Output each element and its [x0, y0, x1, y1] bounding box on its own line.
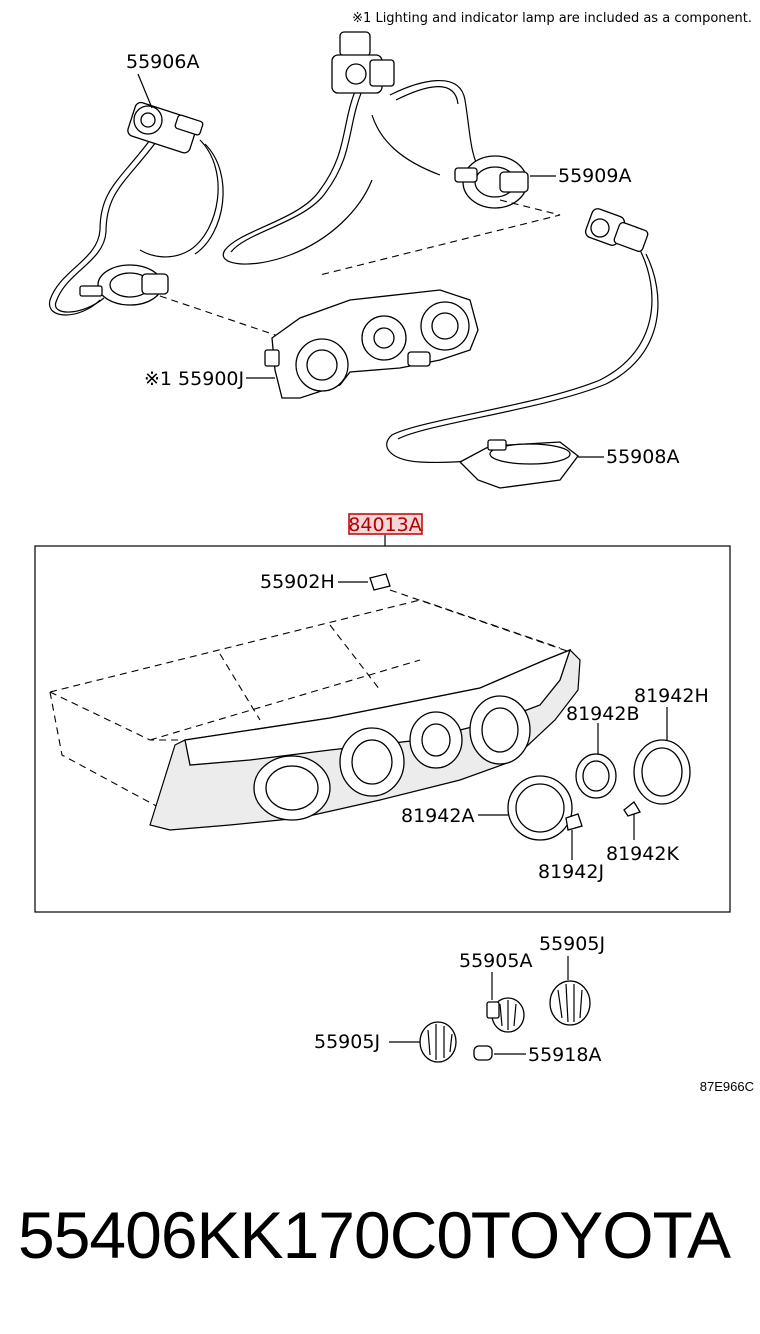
label-81942J: 81942J — [538, 861, 604, 883]
ring-81942A — [507, 775, 573, 841]
label-55906A: 55906A — [126, 51, 199, 73]
socket-55909A — [454, 155, 529, 209]
socket-top-center — [331, 31, 395, 94]
bulb-55918A — [473, 1045, 493, 1061]
dash-upper-1 — [159, 295, 291, 341]
knob-55905J-top — [549, 980, 591, 1026]
bulb-55908A — [458, 439, 579, 489]
harness-center — [222, 79, 481, 265]
cap-81942K — [623, 801, 641, 817]
label-81942A: 81942A — [401, 805, 474, 827]
label-84013A[interactable]: 84013A — [348, 514, 421, 536]
label-55905J-top: 55905J — [539, 933, 605, 955]
harness-right — [386, 249, 659, 463]
brand-name: TOYOTA — [470, 1198, 731, 1272]
label-81942K: 81942K — [606, 843, 679, 865]
dash-upper-2 — [319, 199, 561, 276]
label-55905J-left: 55905J — [314, 1031, 380, 1053]
footer: 55406KK170C0 TOYOTA — [18, 1190, 748, 1280]
label-55909A: 55909A — [558, 165, 631, 187]
assembly-frame — [34, 545, 731, 913]
control-unit-55900J — [264, 289, 479, 399]
diagram-code: 87E966C — [700, 1079, 754, 1094]
cap-81942J — [565, 813, 583, 831]
component-note: ※1 Lighting and indicator lamp are inclu… — [352, 11, 752, 26]
knob-55905A — [486, 997, 525, 1033]
label-55918A: 55918A — [528, 1044, 601, 1066]
knob-55905J-left — [419, 1021, 457, 1063]
part-number: 55406KK170C0 — [18, 1198, 473, 1272]
dashed-panel-outline — [49, 589, 571, 809]
clip-55902H — [369, 573, 391, 591]
leader-55906A — [137, 73, 153, 109]
label-55900J: ※1 55900J — [144, 368, 244, 390]
label-55908A: 55908A — [606, 446, 679, 468]
ring-81942B — [575, 753, 617, 799]
socket-left-lower — [79, 264, 169, 306]
control-panel-face — [149, 648, 581, 831]
ring-81942H — [633, 739, 691, 805]
label-81942H: 81942H — [634, 685, 709, 707]
highlight-84013A — [348, 513, 423, 535]
label-55902H: 55902H — [260, 571, 335, 593]
harness-left — [49, 139, 224, 316]
label-81942B: 81942B — [566, 703, 639, 725]
socket-55906A — [127, 101, 204, 154]
socket-right-top — [584, 208, 649, 252]
label-55905A: 55905A — [459, 950, 532, 972]
